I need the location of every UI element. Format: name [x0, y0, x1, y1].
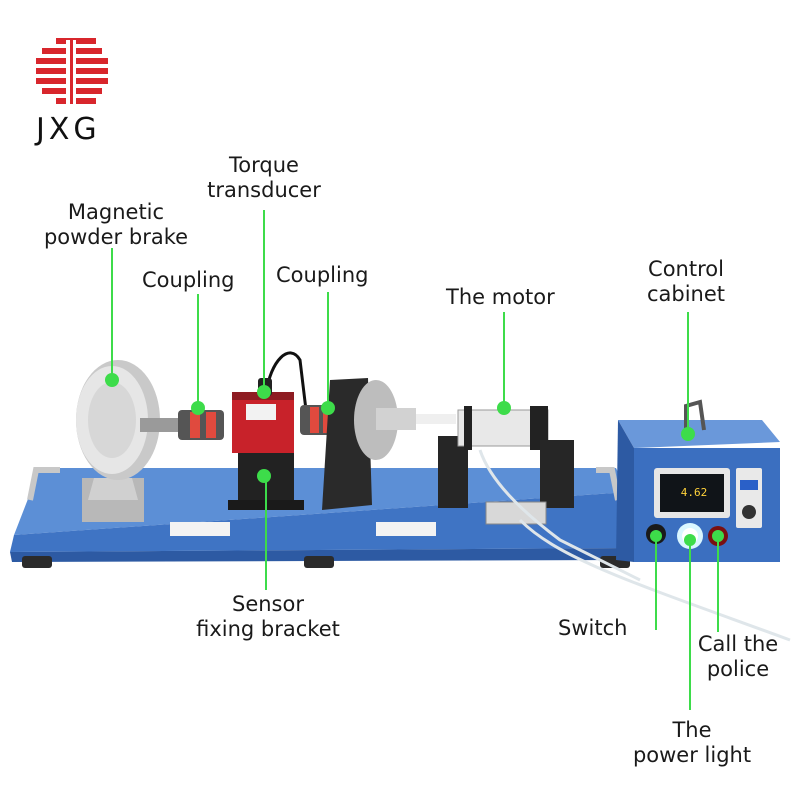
label-line: Call the	[697, 632, 779, 656]
label-line: transducer	[207, 178, 321, 202]
base-plate	[10, 467, 630, 568]
label-line: The	[672, 718, 712, 742]
label-line: powder brake	[43, 225, 189, 249]
label-line: power light	[632, 743, 752, 767]
label-line: Control	[648, 257, 724, 281]
motor	[438, 406, 791, 642]
coupling-left	[178, 410, 224, 440]
label-magnetic-powder-brake: Magnetic powder brake	[36, 200, 196, 250]
label-torque-transducer: Torque transducer	[198, 153, 330, 203]
label-line: fixing bracket	[196, 617, 340, 641]
label-line: cabinet	[646, 282, 726, 306]
callout-dots	[105, 373, 724, 546]
label-control-cabinet: Control cabinet	[632, 257, 740, 307]
label-coupling-right: Coupling	[276, 263, 369, 287]
label-coupling-left: Coupling	[142, 268, 235, 292]
label-call-the-police: Call the police	[690, 632, 786, 682]
label-line: Sensor	[232, 592, 304, 616]
label-motor: The motor	[446, 285, 555, 309]
label-line: Magnetic	[67, 200, 165, 224]
callout-lines	[111, 210, 719, 710]
label-sensor-fixing-bracket: Sensor fixing bracket	[186, 592, 350, 642]
magnetic-powder-brake	[76, 360, 180, 522]
label-power-light: The power light	[622, 718, 762, 768]
display-reading: 4.62	[681, 486, 708, 499]
torque-transducer	[232, 351, 308, 453]
control-cabinet: 4.62	[616, 399, 780, 562]
motor-flange-bracket	[322, 378, 456, 510]
logo-text: JXG	[36, 112, 101, 147]
jxg-logo-icon	[36, 38, 108, 104]
label-line: police	[706, 657, 770, 681]
label-line: Torque	[229, 153, 299, 177]
label-switch: Switch	[558, 616, 628, 640]
